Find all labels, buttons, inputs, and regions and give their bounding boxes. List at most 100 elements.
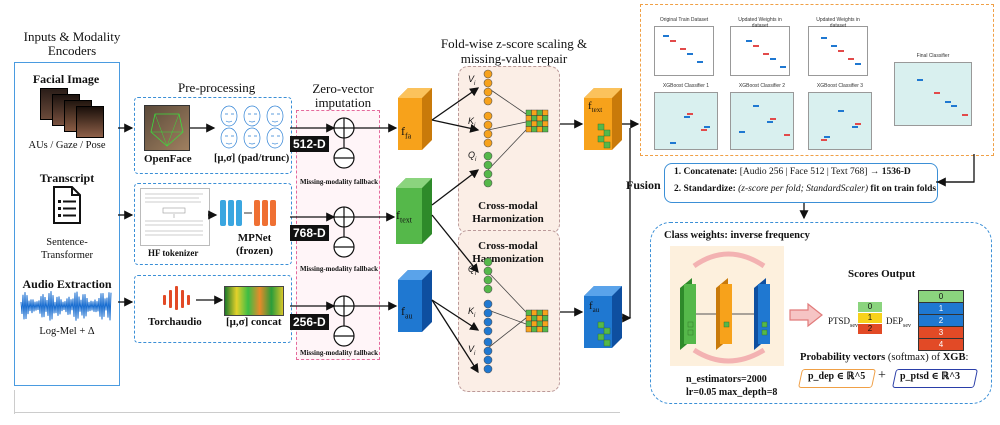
imputation-symbols [333,117,355,347]
audio-output-label: fau [589,300,600,315]
audio-feature-label: fau [401,304,413,321]
scaling-title: Fold-wise z-score scaling &missing-value… [440,36,588,66]
attention-node [483,308,493,318]
data-point-mark [770,58,776,60]
data-point-mark [821,37,827,39]
ptsd-score-bar: 2 [858,324,882,334]
face-thumbnail [76,106,104,138]
data-point-mark [962,114,968,116]
data-point-mark [780,66,786,68]
attention-matrix-cell [536,126,543,133]
attention-matrix-cell [525,115,532,122]
audio-feature-block [398,270,432,332]
data-point-mark [687,113,693,115]
thumbnail-caption: XGBoost Classifier 1 [662,83,710,89]
data-point-mark [739,131,745,133]
data-point-mark [852,126,858,128]
data-point-mark [951,105,957,107]
attention-node [483,129,493,139]
data-point-mark [855,63,861,65]
attention-node [483,364,493,374]
attention-matrix-cell [531,126,538,133]
data-point-mark [831,45,837,47]
attention-matrix-cell [542,315,549,322]
attention-node [483,275,493,285]
fusion-box [664,163,938,203]
classifier-thumbnail: XGBoost Classifier 1 [654,83,718,150]
ptsd-score-bar: 0 [858,302,882,312]
classifier-thumbnail: Updated Weights in dataset [730,17,790,76]
classifier-thumbnail: XGBoost Classifier 3 [808,83,872,150]
classifier-thumbnail: Original Train Dataset [654,17,714,76]
attention-node [483,96,493,106]
attention-matrix-cell [542,326,549,333]
document-icon [53,186,81,224]
p-ptsd-label: p_ptsd ∈ ℝ^3 [900,371,961,382]
text-feature-block [396,178,432,244]
fusion-step-standardize: 2. Standardize: (z-score per fold; Stand… [674,184,937,194]
lr-depth-label: lr=0.05 max_depth=8 [686,387,778,398]
fallback-label-text: Missing-modality fallback [300,265,378,273]
data-point-mark [934,92,940,94]
data-point-mark [855,123,861,125]
hf-tokenizer-label: HF tokenizer [148,248,199,258]
dep-label: DEPsev [886,316,912,329]
dim-label-face: 512-D [290,136,329,152]
data-point-mark [746,40,752,42]
waveform-icon [20,291,112,321]
attention-diagram [483,69,549,374]
attention-matrix-cell [542,115,549,122]
text-output-block [584,88,622,150]
dim-label-text: 768-D [290,225,329,241]
attention-node [483,284,493,294]
attention-matrix-cell [536,109,543,116]
data-point-mark [838,50,844,52]
data-point-mark [763,53,769,55]
data-point-mark [753,45,759,47]
audio-output-block [584,286,622,348]
torchaudio-label: Torchaudio [148,316,202,328]
data-point-mark [687,53,693,55]
thumbnail-caption: Final Classifier [916,53,950,59]
attention-matrix-cell [542,126,549,133]
attention-matrix-cell [531,115,538,122]
attention-node [483,69,493,79]
thumbnail-caption: Updated Weights in dataset [738,17,782,29]
audio-caption: Log-Mel + Δ [39,326,95,337]
attention-node [483,160,493,170]
attention-matrix-cell [531,309,538,316]
attention-matrix-cell [536,120,543,127]
attention-node [483,257,493,267]
data-point-mark [945,101,951,103]
data-point-mark [848,58,854,60]
data-point-mark [821,139,827,141]
classifier-thumbnail: Updated Weights in dataset [808,17,868,76]
attention-matrix-cell [531,315,538,322]
facial-image-title: Facial Image [32,72,100,86]
ptsd-label: PTSDsev [828,316,859,329]
attention-matrix-cell [525,315,532,322]
data-point-mark [770,118,776,120]
ptsd-score-bar: 1 [858,313,882,323]
attention-matrix-cell [525,109,532,116]
fallback-label-face: Missing-modality fallback [300,178,378,186]
attention-node [483,120,493,130]
divider [14,390,15,414]
attention-node [483,346,493,356]
plus-label: + [878,368,886,383]
q-label-bottom: Qi [468,264,477,277]
audio-preprocessing-box [134,275,292,343]
data-point-mark [670,142,676,144]
attention-node [483,299,493,309]
attention-node [483,87,493,97]
preprocessing-title: Pre-processing [178,80,256,95]
class-weights-label: Class weights: inverse frequency [664,230,810,241]
audio-extraction-title: Audio Extraction [22,277,112,291]
attention-node [483,317,493,327]
audio-stats-label: [μ,σ] concat [226,316,282,328]
text-output-label: ftext [588,100,603,115]
thumbnail-caption: XGBoost Classifier 2 [738,83,786,89]
attention-node [483,355,493,365]
n-estimators-label: n_estimators=2000 [686,374,767,385]
